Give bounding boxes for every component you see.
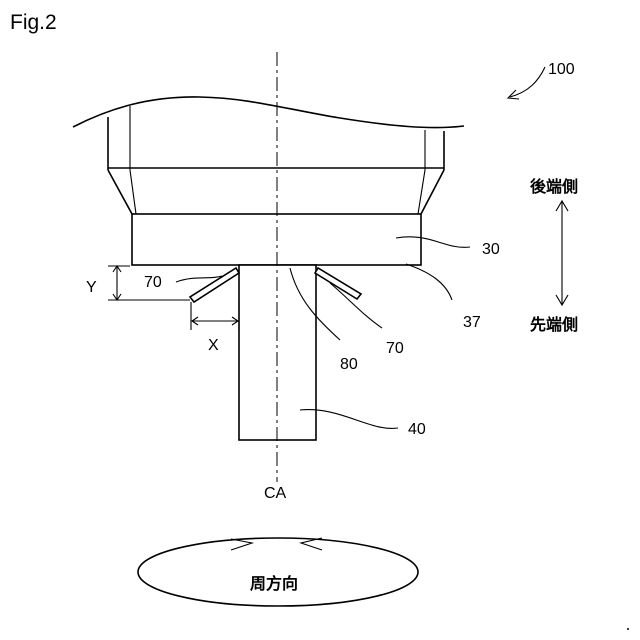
label-front-side: 先端側	[530, 315, 578, 334]
leader-device	[510, 67, 545, 97]
upper-body	[108, 106, 444, 214]
axial-direction-arrow	[556, 201, 568, 305]
dimension-x	[191, 300, 239, 330]
label-base-edge: 37	[463, 314, 481, 331]
leader-fin-right	[330, 283, 382, 328]
label-rear-side: 後端側	[530, 177, 578, 196]
dim-x-label: X	[208, 337, 219, 354]
label-shaft: 40	[408, 421, 426, 438]
corner-mark	[627, 628, 629, 630]
label-fin-right: 70	[386, 340, 404, 357]
label-junction: 80	[340, 356, 358, 373]
label-circumferential: 周方向	[250, 574, 298, 593]
dim-y-label: Y	[86, 279, 97, 296]
fin-left	[190, 268, 239, 302]
label-fin-left: 70	[144, 274, 162, 291]
figure-title: Fig.2	[10, 11, 57, 34]
circumferential-ellipse	[138, 538, 418, 606]
circumferential-arrow-right	[231, 539, 252, 550]
leader-base-edge	[406, 264, 452, 300]
label-base-block: 30	[482, 241, 500, 258]
label-axis: CA	[264, 485, 287, 502]
fin-right	[315, 268, 361, 299]
break-line	[73, 97, 464, 128]
label-device: 100	[548, 61, 575, 78]
